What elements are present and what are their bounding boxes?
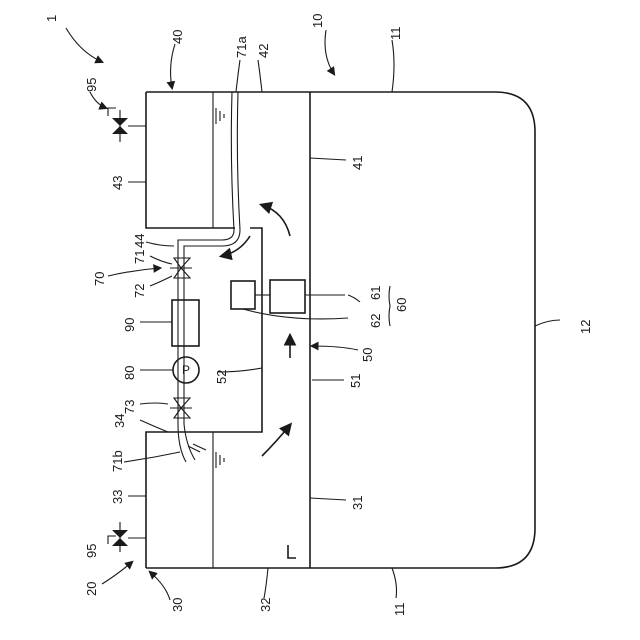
ref-label-44: 44 <box>132 234 147 248</box>
ref-label-60: 60 <box>394 298 409 312</box>
ref-label-11-bottom: 11 <box>392 603 407 617</box>
ref-label-95-top: 95 <box>84 78 99 92</box>
ref-label-1: 1 <box>44 15 59 22</box>
ref-label-70: 70 <box>92 272 107 286</box>
ref-label-40: 40 <box>170 30 185 44</box>
ref-label-62: 62 <box>368 314 383 328</box>
ref-label-72: 72 <box>132 284 147 298</box>
ref-label-10: 10 <box>310 14 325 28</box>
ref-label-41: 41 <box>350 156 365 170</box>
ref-label-52: 52 <box>214 370 229 384</box>
ref-label-71b: 71b <box>110 450 125 472</box>
ref-label-12: 12 <box>578 320 593 334</box>
ref-label-32: 32 <box>258 598 273 612</box>
ref-label-42: 42 <box>256 44 271 58</box>
ref-label-33: 33 <box>110 490 125 504</box>
ref-label-71a: 71a <box>234 36 249 58</box>
ref-label-43: 43 <box>110 176 125 190</box>
ref-label-20: 20 <box>84 582 99 596</box>
ref-label-73: 73 <box>122 400 137 414</box>
ref-label-71: 71 <box>132 250 147 264</box>
ref-label-31: 31 <box>350 496 365 510</box>
ref-label-34: 34 <box>112 414 127 428</box>
ref-label-80: 80 <box>122 366 137 380</box>
ref-label-90: 90 <box>122 318 137 332</box>
ref-label-11-top: 11 <box>388 27 403 41</box>
ref-label-61: 61 <box>368 286 383 300</box>
ref-label-51: 51 <box>348 374 363 388</box>
ref-label-95-bottom: 95 <box>84 544 99 558</box>
ref-label-30: 30 <box>170 598 185 612</box>
ref-label-50: 50 <box>360 348 375 362</box>
